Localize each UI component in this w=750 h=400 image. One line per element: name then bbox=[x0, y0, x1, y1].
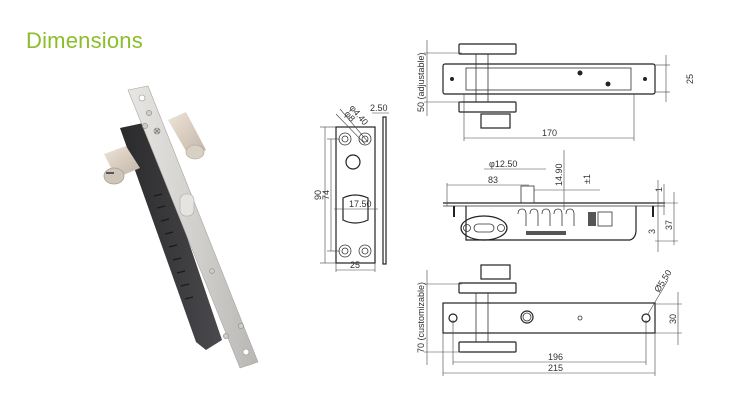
label-total-length: 215 bbox=[548, 363, 563, 373]
top-view-outline bbox=[442, 43, 656, 129]
page-title: Dimensions bbox=[26, 28, 143, 53]
label-length: 170 bbox=[542, 128, 557, 138]
label-offset: 3 bbox=[647, 229, 657, 234]
label-customizable: 70 (customizable) bbox=[416, 282, 426, 353]
front-view-outline bbox=[442, 264, 656, 353]
label-top-width: 25 bbox=[685, 74, 695, 84]
label-hole-spacing: 196 bbox=[548, 352, 563, 362]
lock-photo bbox=[103, 85, 259, 369]
label-plate-thickness: 1 bbox=[654, 187, 664, 192]
label-bolt-diameter: φ12.50 bbox=[489, 159, 517, 169]
label-adjustable: 50 (adjustable) bbox=[416, 52, 426, 112]
label-thickness: 2.50 bbox=[370, 103, 388, 113]
label-height-inner: 74 bbox=[321, 190, 331, 200]
label-tolerance: ±1 bbox=[582, 174, 592, 184]
side-view-outline bbox=[443, 185, 665, 241]
label-height-outer: 90 bbox=[313, 190, 323, 200]
label-bolt-height: 14.90 bbox=[554, 163, 564, 186]
label-bolt-position: 83 bbox=[488, 175, 498, 185]
label-width: 25 bbox=[350, 260, 360, 270]
label-screw-hole: Ø5.50 bbox=[652, 268, 673, 294]
label-slot-width: 17.50 bbox=[349, 199, 372, 209]
label-front-height: 30 bbox=[668, 314, 678, 324]
label-depth: 37 bbox=[664, 220, 674, 230]
